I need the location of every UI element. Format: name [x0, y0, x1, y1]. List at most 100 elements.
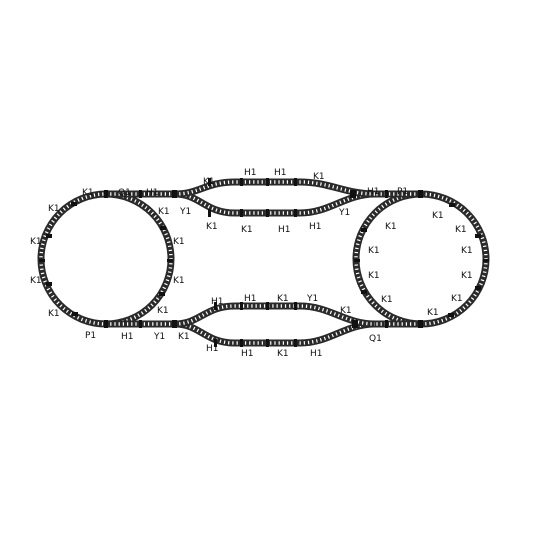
joint — [159, 292, 165, 296]
joint — [172, 190, 177, 198]
joint — [448, 313, 454, 317]
y1-label: K1 — [340, 306, 352, 316]
h1-label: Y1 — [153, 332, 165, 342]
k1-label: K1 — [157, 306, 169, 316]
k1-label: K1 — [461, 246, 473, 256]
k1-label: K1 — [427, 308, 439, 318]
upper-main-line — [106, 190, 421, 217]
k1-label: K1 — [461, 271, 473, 281]
joint — [361, 290, 367, 294]
h1-label: H1 — [278, 225, 291, 235]
lower-passing-branch — [174, 302, 376, 328]
h1-label: H1 — [367, 187, 380, 197]
k1-label: Y1 — [306, 294, 318, 304]
k1-label: K1 — [30, 237, 42, 247]
joint — [208, 178, 211, 186]
k1-label: K1 — [451, 294, 463, 304]
joint — [418, 320, 423, 328]
k1-label: P1 — [85, 331, 96, 341]
k1-label: K1 — [206, 222, 218, 232]
k1-label: K1 — [381, 295, 393, 305]
h1-label: H1 — [274, 168, 287, 178]
k1-label: K1 — [203, 177, 215, 187]
h1-label: K1 — [277, 349, 289, 359]
k1-label: K1 — [368, 271, 380, 281]
k1-label: K1 — [313, 172, 325, 182]
k1-label: K1 — [455, 225, 467, 235]
joint — [71, 202, 77, 206]
joint — [139, 320, 142, 328]
joint — [46, 282, 52, 286]
joint — [294, 302, 297, 310]
k1-label: K1 — [48, 204, 60, 214]
k1-label: H1 — [309, 222, 322, 232]
k1-label: H1 — [310, 349, 323, 359]
joint — [385, 320, 388, 328]
k1-label: H1 — [206, 344, 219, 354]
joint — [352, 320, 358, 328]
joint — [294, 178, 297, 186]
h1-label: Q1 — [369, 334, 382, 344]
h1-label: H1 — [244, 294, 257, 304]
joint — [266, 339, 269, 347]
joint — [167, 259, 173, 262]
joint — [475, 234, 481, 238]
joint — [214, 339, 217, 347]
p1-label: H1 — [121, 332, 134, 342]
joint — [208, 209, 211, 217]
joint — [449, 203, 455, 207]
track-labels: K1 Q1 H1 K1 H1 H1 K1 H1 P1 K1 K1 Y1 Y1 K… — [30, 168, 473, 359]
joint — [294, 339, 297, 347]
y1-label: K1 — [178, 332, 190, 342]
k1-label: K1 — [158, 207, 170, 217]
k1-label: K1 — [173, 237, 185, 247]
joint — [483, 259, 489, 262]
h1-label: H1 — [241, 349, 254, 359]
k1-label: K1 — [30, 276, 42, 286]
k1-label: K1 — [173, 276, 185, 286]
joint — [214, 302, 217, 310]
q1-label: Q1 — [118, 188, 131, 198]
joint — [104, 320, 108, 328]
k1-label: K1 — [368, 246, 380, 256]
joint — [266, 178, 269, 186]
joint — [350, 190, 356, 198]
right-loop-track — [352, 190, 490, 328]
joint — [104, 190, 108, 198]
joint — [354, 259, 360, 262]
joint — [39, 259, 45, 262]
left-loop-track — [37, 190, 175, 328]
joint — [294, 209, 297, 217]
joint — [46, 234, 52, 238]
y1-label: Y1 — [179, 207, 191, 217]
k1-label: K1 — [48, 309, 60, 319]
joint — [418, 190, 423, 198]
rail-joints — [39, 178, 489, 347]
h1-label: H1 — [146, 188, 159, 198]
joint — [240, 302, 243, 310]
k1-label: K1 — [432, 211, 444, 221]
joint — [160, 226, 166, 230]
h1-label: H1 — [244, 168, 257, 178]
joint — [240, 178, 243, 186]
h1-label: K1 — [241, 225, 253, 235]
joint — [385, 190, 388, 198]
k1-label: K1 — [82, 188, 94, 198]
y1-label: Y1 — [338, 208, 350, 218]
k1-label: K1 — [385, 222, 397, 232]
joint — [475, 286, 481, 290]
joint — [172, 320, 177, 328]
joint — [266, 209, 269, 217]
joint — [72, 312, 78, 316]
k1-label: H1 — [211, 297, 224, 307]
joint — [240, 209, 243, 217]
p1-label: P1 — [397, 187, 408, 197]
joint — [139, 190, 142, 198]
joint — [361, 228, 367, 232]
joint — [266, 302, 269, 310]
track-pieces — [37, 178, 490, 347]
h1-label: K1 — [277, 294, 289, 304]
joint — [240, 339, 243, 347]
